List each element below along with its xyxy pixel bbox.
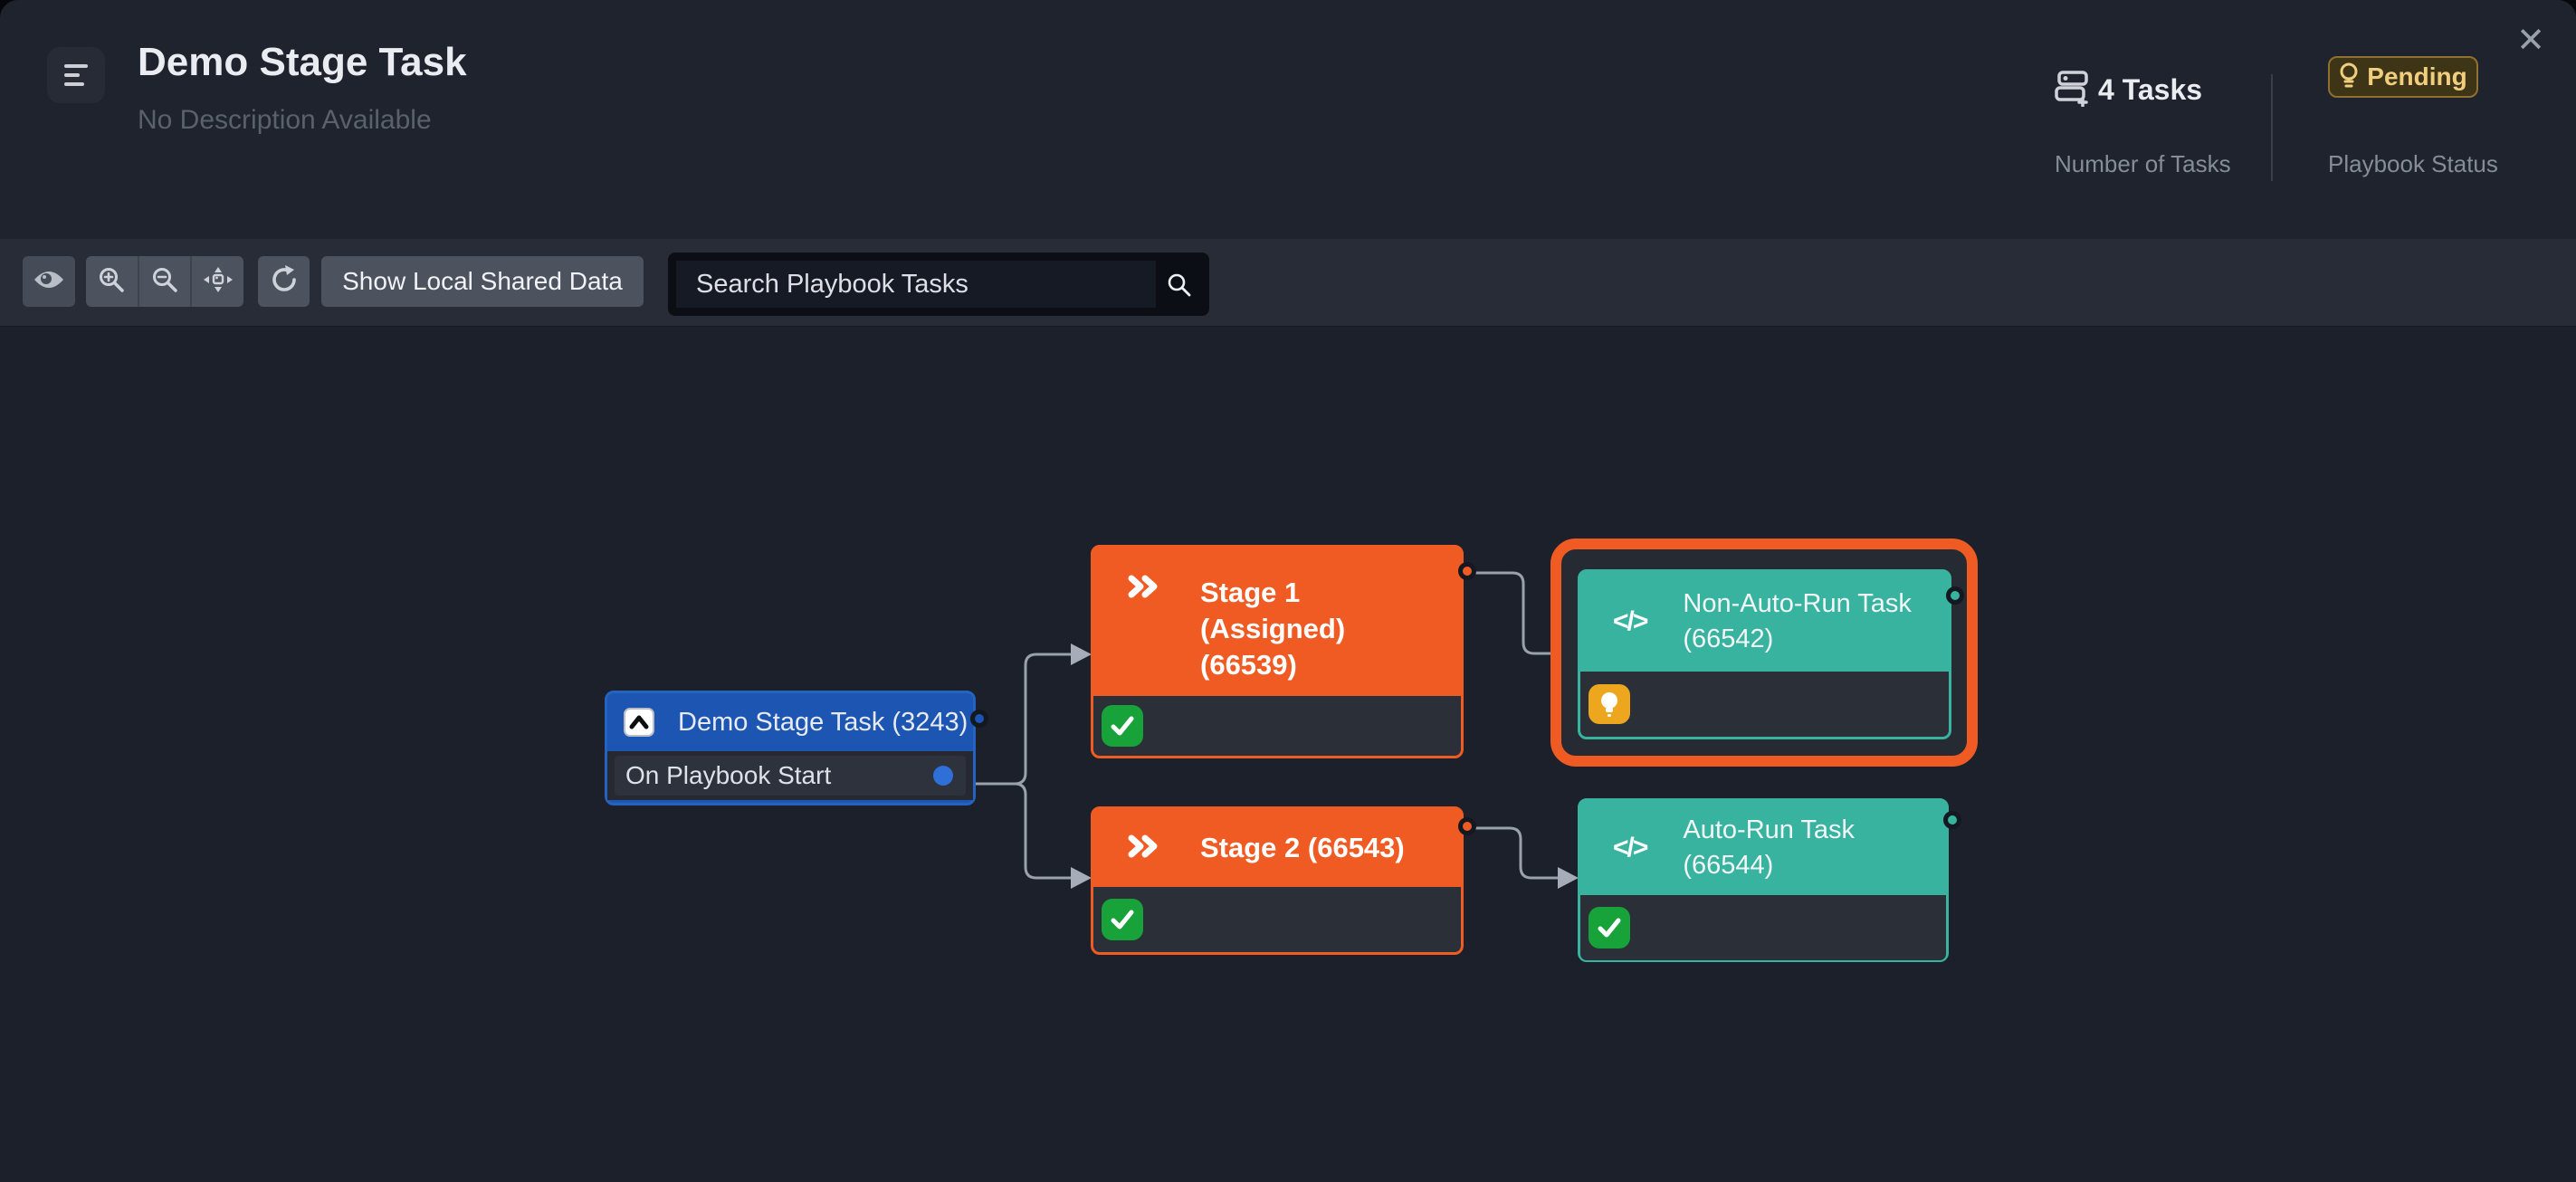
arrowhead	[1071, 643, 1092, 665]
node-title: Demo Stage Task (3243)	[678, 707, 968, 737]
node-auto-run-task[interactable]: </> Auto-Run Task (66544)	[1578, 798, 1961, 962]
edge-stage1-nonauto	[1463, 571, 1558, 655]
menu-button[interactable]	[47, 47, 105, 103]
output-port[interactable]	[933, 766, 953, 786]
stats-divider	[2271, 74, 2273, 181]
search-box	[668, 253, 1209, 316]
node-stage-2[interactable]: Stage 2 (66543)	[1091, 806, 1476, 955]
arrowhead	[1071, 867, 1092, 889]
double-chevron-icon	[1128, 834, 1162, 863]
pending-bulb-icon	[1589, 684, 1630, 724]
fit-to-screen-button[interactable]	[190, 256, 243, 307]
search-input[interactable]	[676, 261, 1156, 308]
zoom-in-button[interactable]	[86, 256, 138, 307]
playbook-header: Demo Stage Task No Description Available…	[0, 0, 2576, 239]
code-icon: </>	[1613, 606, 1648, 636]
node-title: Non-Auto-Run Task (66542)	[1683, 589, 1912, 653]
node-title: Stage 2 (66543)	[1200, 832, 1405, 863]
node-non-auto-run-task[interactable]: </> Non-Auto-Run Task (66542)	[1578, 569, 1964, 739]
node-port[interactable]	[970, 710, 988, 728]
page-subtitle: No Description Available	[138, 105, 432, 135]
code-icon: </>	[1613, 833, 1648, 863]
chevron-up-icon	[624, 708, 654, 737]
toggle-visibility-button[interactable]	[23, 256, 75, 307]
node-trigger-demo-stage-task[interactable]: Demo Stage Task (3243) On Playbook Start	[605, 691, 988, 805]
playbook-status-label: Playbook Status	[2328, 150, 2498, 177]
lightbulb-icon	[2339, 62, 2359, 93]
edge-trigger-stage2	[949, 782, 1071, 880]
double-chevron-icon	[1128, 575, 1162, 603]
playbook-status-value: Pending	[2367, 62, 2467, 91]
refresh-button[interactable]	[258, 256, 310, 307]
show-local-shared-data-button[interactable]: Show Local Shared Data	[321, 256, 644, 307]
zoom-controls	[86, 256, 243, 307]
tasks-count-stat: 4 Tasks	[2055, 69, 2202, 111]
canvas-toolbar: Show Local Shared Data	[0, 239, 2576, 327]
success-check-icon	[1589, 907, 1630, 948]
zoom-out-icon	[151, 266, 178, 298]
arrowhead	[1558, 867, 1579, 889]
eye-icon	[33, 269, 65, 295]
refresh-icon	[269, 264, 300, 300]
search-icon	[1156, 272, 1201, 297]
node-title: Stage 1 (Assigned) (66539)	[1200, 577, 1346, 681]
trigger-event-label: On Playbook Start	[625, 761, 832, 789]
success-check-icon	[1102, 899, 1143, 940]
trigger-event-row[interactable]: On Playbook Start	[607, 751, 973, 800]
page-title: Demo Stage Task	[138, 40, 467, 84]
success-check-icon	[1102, 705, 1143, 747]
close-icon[interactable]: ✕	[2516, 22, 2545, 60]
zoom-out-button[interactable]	[137, 256, 191, 307]
node-port[interactable]	[1458, 562, 1476, 580]
tasks-icon	[2055, 69, 2091, 111]
fit-to-screen-icon	[203, 266, 234, 298]
node-port[interactable]	[1458, 817, 1476, 835]
node-port[interactable]	[1946, 586, 1964, 605]
tasks-count-label: Number of Tasks	[2055, 150, 2231, 177]
playbook-status-badge: Pending	[2328, 56, 2478, 98]
node-stage-1[interactable]: Stage 1 (Assigned) (66539)	[1091, 545, 1476, 758]
edge-stage2-autorun	[1464, 826, 1558, 880]
node-port[interactable]	[1943, 811, 1961, 829]
node-title: Auto-Run Task (66544)	[1683, 815, 1856, 880]
tasks-count-value: 4 Tasks	[2098, 73, 2203, 106]
zoom-in-icon	[98, 266, 125, 298]
